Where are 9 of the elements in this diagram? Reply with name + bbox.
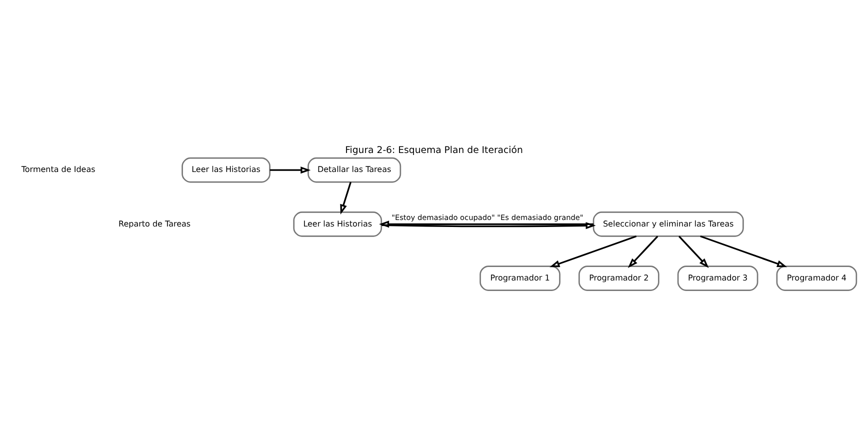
arrow <box>379 220 594 228</box>
arrow <box>628 236 658 268</box>
arrow <box>270 166 311 174</box>
arrow <box>550 235 637 268</box>
arrow <box>340 182 352 214</box>
arrow <box>700 235 788 268</box>
arrow <box>678 236 709 268</box>
diagram-title: Figura 2-6: Esquema Plan de Iteración <box>345 144 523 156</box>
arrow <box>382 222 596 230</box>
